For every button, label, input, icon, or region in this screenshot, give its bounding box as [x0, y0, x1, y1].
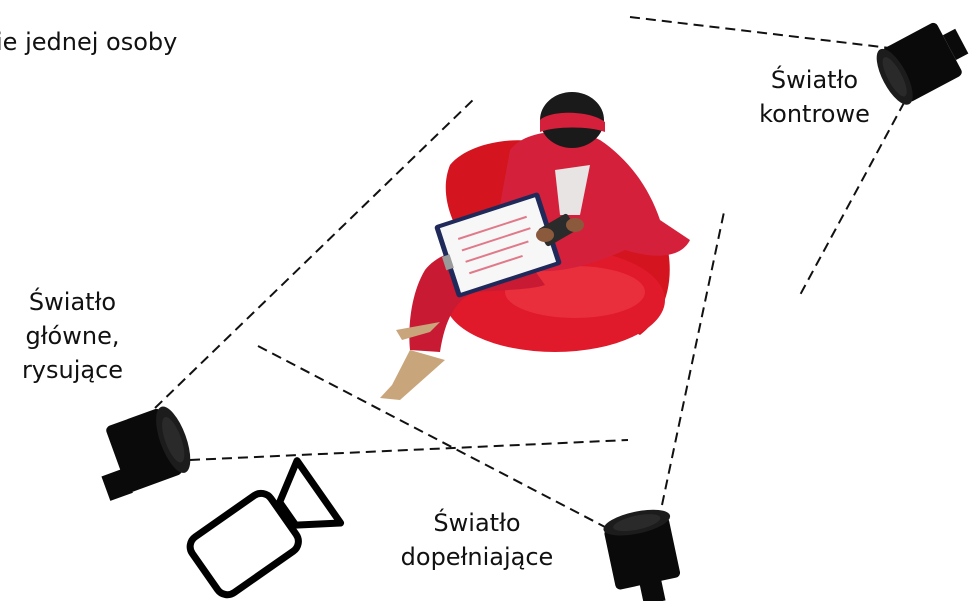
key-light-beam-lower [190, 440, 628, 460]
spotlight-icon [601, 505, 687, 601]
video-camera-icon [183, 461, 340, 601]
back-light-beam-upper [630, 17, 890, 48]
spotlight-icon [870, 14, 972, 110]
back-light-beam-lower [800, 88, 912, 295]
fill-light-beam-right [662, 212, 724, 505]
fill-light-beam-left [258, 346, 605, 527]
subject-illustration [380, 92, 690, 400]
spotlight-icon [86, 402, 198, 501]
